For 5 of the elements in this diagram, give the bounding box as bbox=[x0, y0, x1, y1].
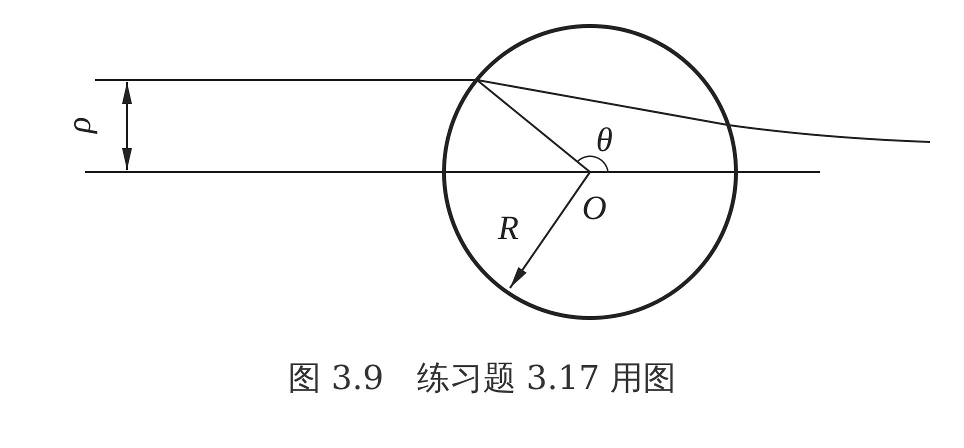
figure-caption: 图 3.9 练习题 3.17 用图 bbox=[286, 357, 678, 399]
symbol-label: θ bbox=[596, 124, 613, 158]
symbol-label: R bbox=[498, 212, 519, 246]
symbol-label: ρ bbox=[63, 116, 98, 134]
symbol-label: O bbox=[582, 192, 607, 226]
